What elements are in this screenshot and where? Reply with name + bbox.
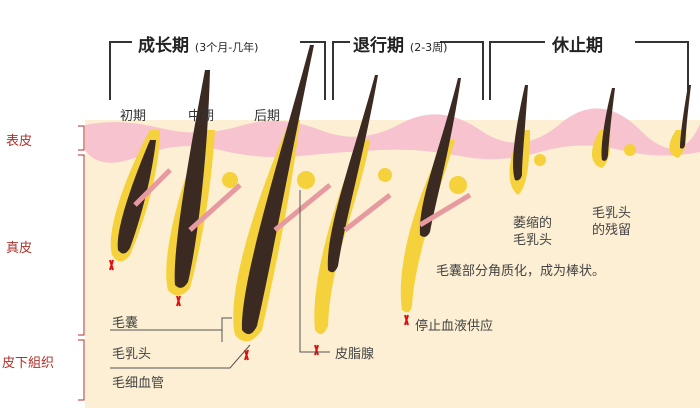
label-remnant: 毛乳头的残留: [592, 206, 632, 238]
stage-late: 后期: [254, 109, 281, 124]
follicles: [110, 45, 691, 342]
label-stop-blood: 停止血液供应: [415, 319, 494, 334]
layer-brackets: [78, 125, 85, 401]
layer-subcutaneous: 皮下組织: [2, 356, 55, 371]
label-follicle: 毛囊: [112, 316, 139, 331]
sebaceous-glands: [222, 144, 636, 194]
phase-growth: 成长期 (3个月-几年): [138, 36, 259, 56]
muscles: [133, 168, 472, 232]
phase-rest: 休止期: [552, 36, 603, 56]
phase-brackets: [109, 41, 689, 100]
layer-epidermis: 表皮: [6, 134, 33, 149]
label-capillary: 毛细血管: [112, 376, 165, 391]
epidermis-band: [85, 108, 700, 163]
label-sebaceous: 皮脂腺: [335, 347, 375, 362]
layer-dermis: 真皮: [6, 241, 33, 256]
label-atrophied: 萎缩的毛乳头: [513, 216, 553, 248]
capillaries: [109, 259, 409, 361]
pointer-lines: [110, 190, 330, 369]
stage-middle: 中期: [188, 109, 215, 124]
label-keratinized: 毛囊部分角质化，成为棒状。: [436, 264, 606, 279]
phase-regression: 退行期 (2-3周): [353, 36, 448, 56]
label-papilla: 毛乳头: [112, 347, 152, 362]
stage-early: 初期: [120, 109, 147, 124]
